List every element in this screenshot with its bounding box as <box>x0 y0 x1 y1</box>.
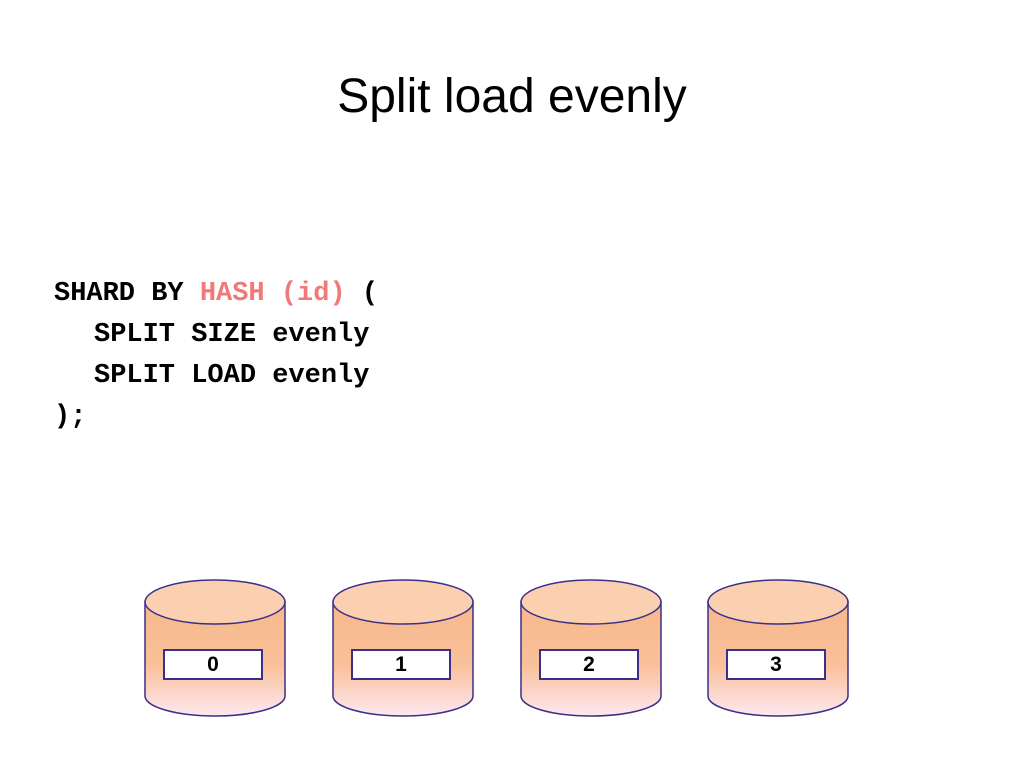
shard-3: 3 <box>707 578 849 720</box>
shard-label: 1 <box>351 649 451 680</box>
shard-label: 0 <box>163 649 263 680</box>
code-line-2: SPLIT SIZE evenly <box>94 320 370 350</box>
shard-1: 1 <box>332 578 474 720</box>
shard-0: 0 <box>144 578 286 720</box>
code-line-4: ); <box>54 402 87 432</box>
code-open-paren: ( <box>345 279 379 309</box>
slide-title: Split load evenly <box>337 70 687 123</box>
code-hash-keyword: HASH (id) <box>199 279 346 309</box>
code-shard-by: SHARD BY <box>54 279 200 309</box>
code-line-1: SHARD BY HASH (id) ( <box>54 274 378 315</box>
shard-label: 3 <box>726 649 826 680</box>
shard-label: 2 <box>539 649 639 680</box>
shard-2: 2 <box>520 578 662 720</box>
code-line-3: SPLIT LOAD evenly <box>94 361 370 391</box>
